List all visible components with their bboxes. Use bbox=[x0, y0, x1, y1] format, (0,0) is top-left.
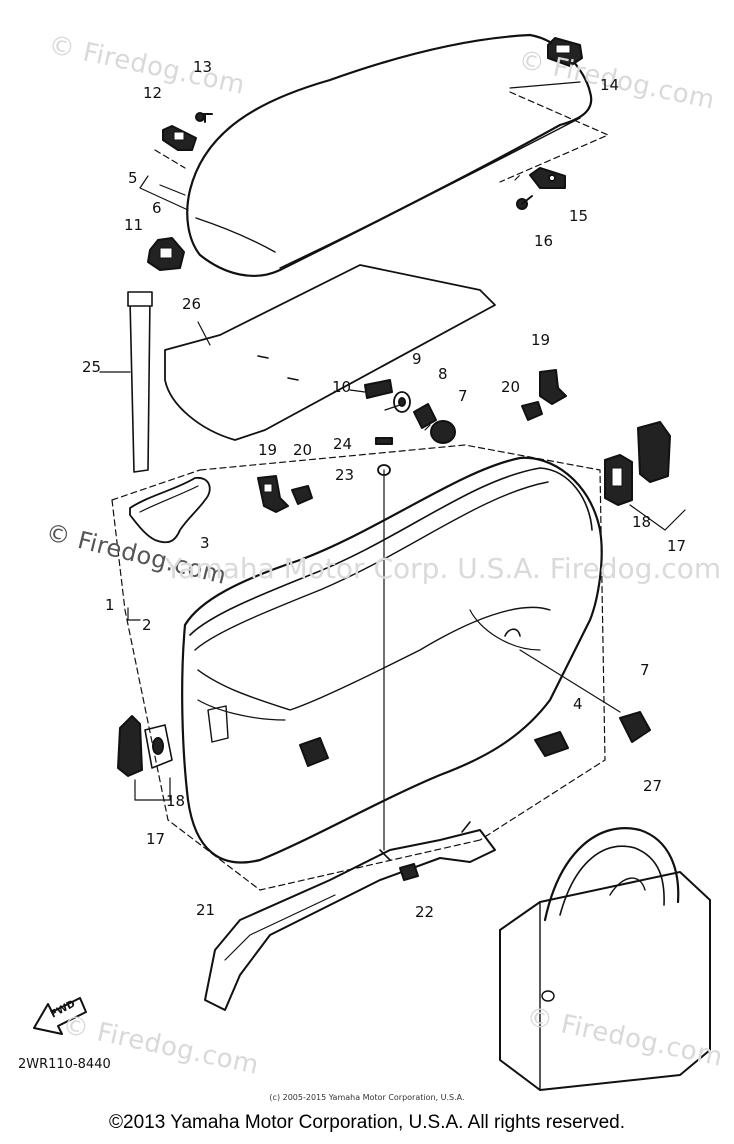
callout-12: 12 bbox=[143, 84, 163, 102]
part-15-plate bbox=[529, 167, 566, 189]
part-19-latch-left bbox=[257, 475, 289, 513]
callout-18-right: 18 bbox=[632, 513, 652, 531]
part-4-pad bbox=[534, 731, 569, 757]
callout-23: 23 bbox=[335, 466, 355, 484]
callout-5: 5 bbox=[128, 169, 138, 187]
parts-7-to-10 bbox=[349, 379, 456, 444]
part-17-18-right bbox=[604, 421, 686, 531]
part-11-hinge bbox=[147, 237, 185, 271]
part-12-bracket bbox=[162, 125, 197, 151]
callout-26: 26 bbox=[182, 295, 202, 313]
part-14-latch bbox=[547, 37, 583, 67]
callout-13: 13 bbox=[193, 58, 213, 76]
callout-9: 9 bbox=[412, 350, 422, 368]
callout-21: 21 bbox=[196, 901, 216, 919]
part-17-18-left bbox=[117, 715, 173, 801]
callout-20-right: 20 bbox=[501, 378, 521, 396]
callout-11: 11 bbox=[124, 216, 144, 234]
part-22-clip bbox=[399, 863, 419, 881]
callout-6: 6 bbox=[152, 199, 162, 217]
callout-19-right: 19 bbox=[531, 331, 551, 349]
part-2-case bbox=[181, 456, 603, 864]
part-7-lower bbox=[519, 649, 651, 743]
case-reference-frame bbox=[111, 444, 606, 891]
part-13-screw bbox=[195, 112, 213, 123]
callout-8: 8 bbox=[438, 365, 448, 383]
lid bbox=[159, 33, 593, 277]
callout-4: 4 bbox=[573, 695, 583, 713]
fwd-arrow-icon bbox=[33, 997, 87, 1035]
callout-24: 24 bbox=[333, 435, 353, 453]
small-copyright: (c) 2005-2015 Yamaha Motor Corporation, … bbox=[269, 1093, 465, 1102]
callout-15: 15 bbox=[569, 207, 589, 225]
callout-18-left: 18 bbox=[166, 792, 186, 810]
part-21-bracket bbox=[204, 821, 496, 1011]
callout-20-left: 20 bbox=[293, 441, 313, 459]
callout-7-lower: 7 bbox=[640, 661, 650, 679]
lid-reference-lines bbox=[154, 91, 609, 183]
part-27-bag bbox=[499, 827, 711, 1091]
part-19-latch-right bbox=[539, 369, 567, 405]
callout-10: 10 bbox=[332, 378, 352, 396]
part-20-nut-right bbox=[521, 401, 543, 421]
callout-3: 3 bbox=[200, 534, 210, 552]
callout-17-left: 17 bbox=[146, 830, 166, 848]
part-16-screw bbox=[516, 195, 533, 210]
part-3-gasket bbox=[129, 477, 211, 544]
callout-19-left: 19 bbox=[258, 441, 278, 459]
callout-27: 27 bbox=[643, 777, 663, 795]
callout-22: 22 bbox=[415, 903, 435, 921]
callout-2: 2 bbox=[142, 616, 152, 634]
callout-25: 25 bbox=[82, 358, 102, 376]
callout-17-right: 17 bbox=[667, 537, 687, 555]
copyright-notice: ©2013 Yamaha Motor Corporation, U.S.A. A… bbox=[109, 1112, 625, 1133]
part-26-panel bbox=[164, 264, 496, 441]
part-20-nut-left bbox=[291, 485, 313, 505]
diagram-code: 2WR110-8440 bbox=[18, 1057, 111, 1072]
callout-14: 14 bbox=[600, 76, 620, 94]
part-25-strap bbox=[99, 291, 153, 473]
watermark-center: Yamaha Motor Corp. U.S.A. Firedog.com bbox=[165, 552, 722, 585]
callout-1: 1 bbox=[105, 596, 115, 614]
callout-16: 16 bbox=[534, 232, 554, 250]
callout-7-upper: 7 bbox=[458, 387, 468, 405]
